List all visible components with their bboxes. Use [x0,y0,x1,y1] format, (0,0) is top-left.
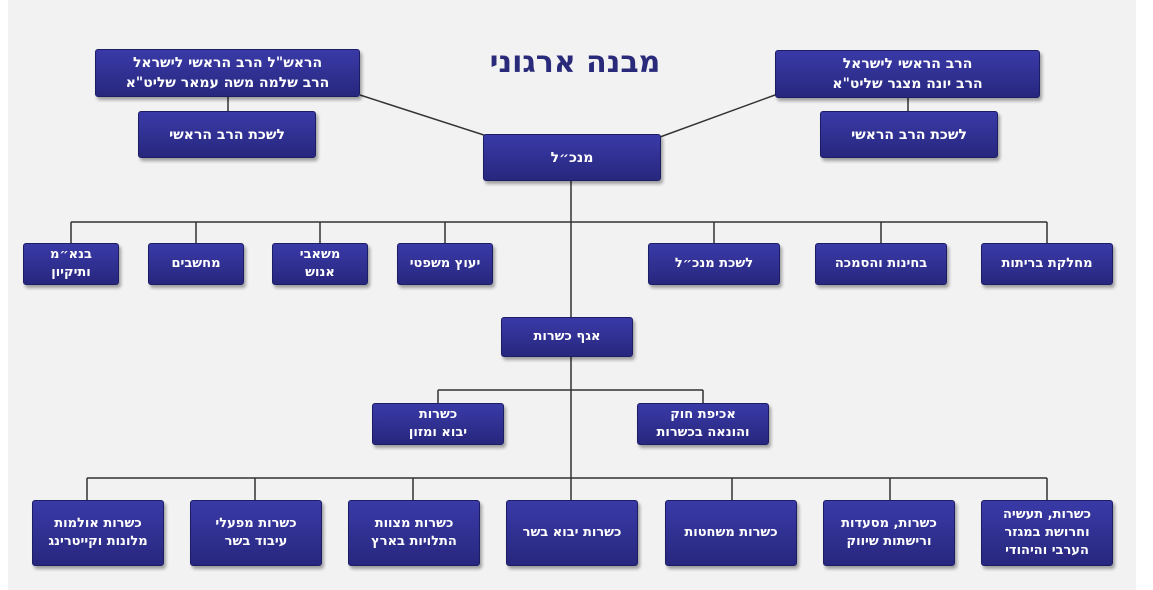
box-dept-exams: בחינות והסמכה [815,243,947,285]
box-unit-restaurants: כשרות, מסעדות ורישתות שיווק [823,500,955,566]
box-line: כשרות אולמות [54,516,142,531]
box-line: לשכת מנכ״ל [674,256,754,271]
box-sephardi-chief-rabbi: הראש"ל הרב הראשי לישראל הרב שלמה משה עמא… [95,49,360,97]
box-line: הרב יונה מצגר שליט"א [832,76,983,92]
box-unit-meat-processing: כשרות מפעלי עיבוד בשר [190,500,322,566]
box-line: התלויות בארץ [371,534,457,549]
box-unit-land-commandments: כשרות מצוות התלויות בארץ [348,500,480,566]
box-director-general: מנכ״ל [483,134,661,181]
box-line: כשרות [418,407,458,422]
box-line: הראש"ל הרב הראשי לישראל [132,55,323,71]
box-line: משאבי [299,247,341,262]
box-line: וחרושת במגזר [1004,525,1090,540]
box-line: הערבי והיהודי [1005,543,1089,558]
box-dept-brit: מחלקת בריתות [981,243,1113,285]
box-office-right: לשכת הרב הראשי [820,111,998,158]
box-line: אכיפת חוק [670,407,736,422]
box-line: בחינות והסמכה [834,256,928,271]
diagram-title: מבנה ארגוני [489,45,661,80]
diagram-canvas [8,0,1136,590]
box-line: כשרות מפעלי [215,516,297,531]
box-unit-halls-catering: כשרות אולמות מלונות וקייטרינג [32,500,164,566]
box-line: והונאה בכשרות [656,425,750,440]
box-line: מחלקת בריתות [1001,256,1093,271]
box-line: עיבוד בשר [224,534,288,549]
box-line: אגף כשרות [533,329,601,344]
box-line: ותיקיון [51,265,91,280]
box-ashkenazi-chief-rabbi: הרב הראשי לישראל הרב יונה מצגר שליט"א [775,50,1040,98]
box-line: מלונות וקייטרינג [48,534,148,549]
box-unit-meat-import: כשרות יבוא בשר [506,500,638,566]
box-line: יעוץ משפטי [409,256,481,271]
connector-left-rabbi [359,94,491,138]
box-line: כשרות משחטות [684,525,778,540]
box-dept-hr: משאבי אנוש [272,243,368,285]
box-dept-dg-office: לשכת מנכ״ל [648,243,780,285]
box-line: לשכת הרב הראשי [851,126,967,143]
box-unit-slaughterhouses: כשרות משחטות [665,500,797,566]
box-line: אנוש [305,265,335,280]
box-line: בנא״מ [50,247,92,262]
box-line: ורישתות שיווק [846,534,932,549]
box-kashrut-import-food: כשרות יבוא ומזון [372,403,504,445]
box-line: הרב שלמה משה עמאר שליט"א [125,75,330,91]
box-dept-computers: מחשבים [148,243,244,285]
box-line: כשרות מצוות [374,516,454,531]
box-line: הרב הראשי לישראל [842,56,973,72]
box-line: מנכ״ל [550,149,594,166]
box-unit-industry: כשרות, תעשיה וחרושת במגזר הערבי והיהודי [981,500,1113,566]
box-dept-legal: יעוץ משפטי [397,243,493,285]
box-dept-archive: בנא״מ ותיקיון [23,243,119,285]
box-line: מחשבים [171,256,221,271]
box-line: כשרות, מסעדות [841,516,937,531]
box-line: כשרות, תעשיה [1003,507,1092,522]
box-office-left: לשכת הרב הראשי [138,111,316,158]
connector-right-rabbi [659,94,776,138]
box-kashrut-enforcement: אכיפת חוק והונאה בכשרות [637,403,769,445]
box-kashrut-head: אגף כשרות [501,317,633,357]
box-line: כשרות יבוא בשר [522,525,622,540]
box-line: לשכת הרב הראשי [169,126,285,143]
box-line: יבוא ומזון [408,425,468,440]
